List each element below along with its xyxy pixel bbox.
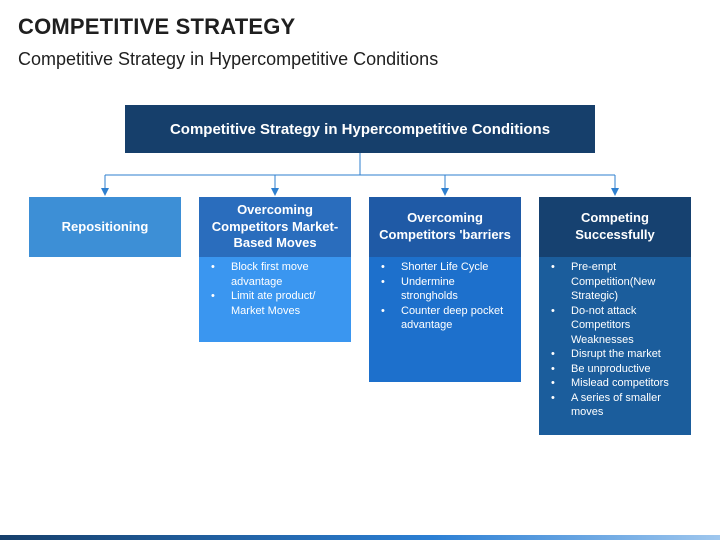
footer-accent-bar	[0, 535, 720, 540]
list-item: Pre-empt Competition(New Strategic)	[547, 260, 683, 304]
list-item: Limit ate product/ Market Moves	[207, 289, 343, 318]
list-item: Counter deep pocket advantage	[377, 304, 513, 333]
list-item: Disrupt the market	[547, 347, 683, 362]
page-subtitle: Competitive Strategy in Hypercompetitive…	[18, 49, 439, 69]
column-competing-successfully: Competing Successfully Pre-empt Competit…	[539, 197, 691, 435]
column-barriers: Overcoming Competitors 'barriers Shorter…	[369, 197, 521, 382]
column-body: Pre-empt Competition(New Strategic) Do-n…	[539, 257, 691, 435]
list-item: Undermine strongholds	[377, 275, 513, 304]
column-head: Repositioning	[29, 197, 181, 257]
column-market-based-moves: Overcoming Competitors Market-Based Move…	[199, 197, 351, 342]
column-head: Overcoming Competitors Market-Based Move…	[199, 197, 351, 257]
list-item: Mislead competitors	[547, 376, 683, 391]
column-repositioning: Repositioning	[29, 197, 181, 257]
list-item: Shorter Life Cycle	[377, 260, 513, 275]
list-item: A series of smaller moves	[547, 391, 683, 420]
list-item: Block first move advantage	[207, 260, 343, 289]
page-title: COMPETITIVE STRATEGY	[18, 14, 296, 39]
root-node: Competitive Strategy in Hypercompetitive…	[125, 105, 595, 153]
column-body: Block first move advantage Limit ate pro…	[199, 257, 351, 342]
column-head: Overcoming Competitors 'barriers	[369, 197, 521, 257]
column-head: Competing Successfully	[539, 197, 691, 257]
list-item: Do-not attack Competitors Weaknesses	[547, 304, 683, 348]
root-node-label: Competitive Strategy in Hypercompetitive…	[169, 120, 551, 138]
column-body: Shorter Life Cycle Undermine strongholds…	[369, 257, 521, 382]
list-item: Be unproductive	[547, 362, 683, 377]
